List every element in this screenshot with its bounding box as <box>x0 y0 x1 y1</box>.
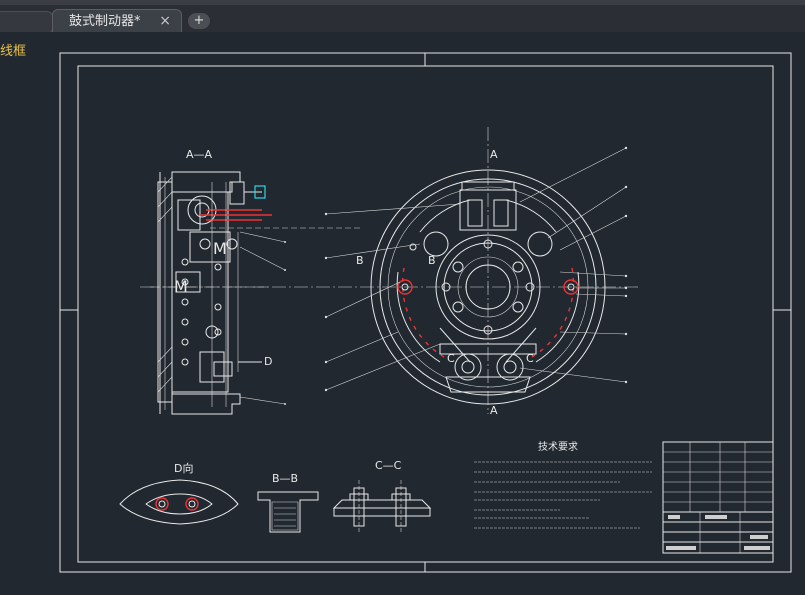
section-aa-view: A—A M M <box>150 148 360 415</box>
section-b-left-mark: B <box>356 254 364 267</box>
section-cc-label: C—C <box>375 459 402 472</box>
svg-text:M: M <box>174 277 188 296</box>
section-d-mark: D <box>264 355 272 368</box>
section-bb-label: B—B <box>272 472 298 485</box>
main-front-view: A A <box>140 127 640 417</box>
svg-text:M: M <box>213 239 227 258</box>
drawing-viewport[interactable]: 线框 A—A <box>0 32 805 595</box>
new-tab-button[interactable]: + <box>188 13 210 29</box>
sheet-outer-border <box>59 52 792 573</box>
tab-label: 鼓式制动器* <box>69 14 141 29</box>
section-aa-label: A—A <box>186 148 213 161</box>
sheet-inner-border <box>77 65 774 563</box>
section-b-right-mark: B <box>428 254 436 267</box>
tab-previous-document[interactable] <box>0 11 53 34</box>
visual-style-label[interactable]: 线框 <box>0 44 27 59</box>
view-d-label: D向 <box>174 461 193 475</box>
tech-requirements-title: 技术要求 <box>538 440 578 453</box>
title-block <box>662 441 774 554</box>
view-d: D向 <box>119 461 239 525</box>
section-a-top-mark: A <box>490 148 498 161</box>
section-bb-view: B—B <box>257 472 319 533</box>
technical-requirements: 技术要求 <box>474 440 652 529</box>
document-tab-bar: 鼓式制动器* × + <box>0 5 805 34</box>
section-a-bottom-mark: A <box>490 404 498 417</box>
section-cc-view: C—C <box>332 459 432 532</box>
section-c-right-mark: C <box>526 352 534 365</box>
tab-drum-brake-drawing[interactable]: 鼓式制动器* × <box>52 9 182 33</box>
close-tab-icon[interactable]: × <box>159 13 171 29</box>
cad-drawing: A—A M M <box>59 52 792 573</box>
section-c-left-mark: C <box>447 352 455 365</box>
